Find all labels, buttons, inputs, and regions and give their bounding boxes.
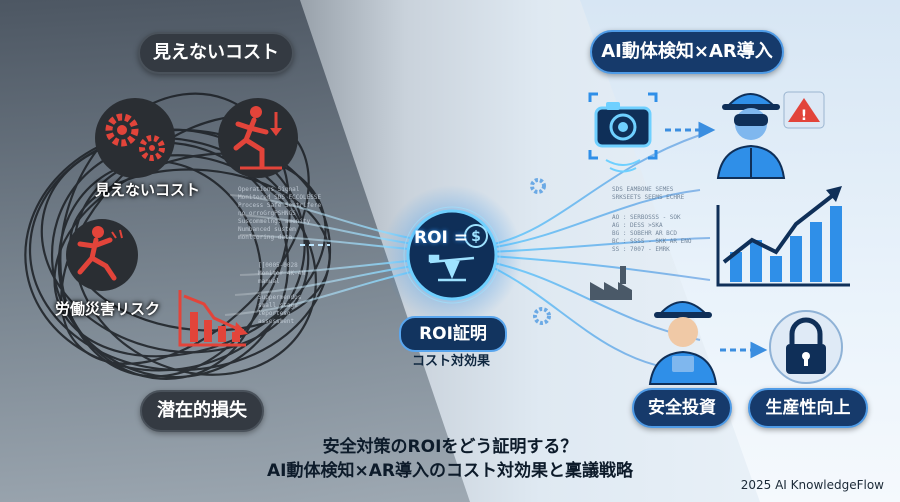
productivity-pill: 生産性向上	[748, 388, 868, 428]
dollar-coin-icon: $	[464, 224, 488, 248]
rising-chart-icon	[716, 186, 850, 287]
right-code-snippet-2: AO : SERBOSSS - SOK AG : DESS >SKA BG : …	[612, 214, 692, 253]
declining-chart-icon	[178, 290, 248, 347]
left-header-pill: 見えないコスト	[138, 32, 294, 74]
right-header-pill: AI動体検知×AR導入	[590, 30, 784, 74]
lock-icon	[769, 310, 843, 384]
factory-icon	[590, 266, 632, 300]
gears-icon	[95, 98, 175, 178]
camera-icon	[588, 92, 658, 173]
hidden-cost-label: 見えないコスト	[95, 181, 201, 199]
footer-title-line1: 安全対策のROIをどう証明する？	[322, 437, 578, 457]
roi-proof-pill: ROI証明	[399, 316, 507, 352]
small-gear-icon	[530, 178, 551, 325]
tangled-cost-knot	[24, 92, 332, 380]
worker-icon	[648, 301, 718, 385]
latent-loss-pill: 潜在的損失	[140, 390, 264, 432]
left-code-snippet-2: [[0005-0028 Monitor 4K-4N manual Supperm…	[258, 262, 305, 325]
worker-vr-icon	[716, 93, 786, 179]
right-code-snippet-1: SDS EAMBONE SEMES SRKSEETS SEEMS ECHRE	[612, 186, 685, 201]
dashed-arrows	[300, 121, 768, 359]
svg-text:!: !	[801, 108, 807, 124]
roi-formula-text: ROI =	[414, 228, 469, 248]
falling-worker-icon	[218, 98, 298, 178]
accident-risk-label: 労働災害リスク	[55, 300, 161, 318]
safety-investment-pill: 安全投資	[632, 388, 732, 428]
warning-icon: !	[783, 91, 825, 129]
left-code-snippet-1: Operations Signal Monitored SDS ECCOLESS…	[238, 186, 322, 241]
tripping-worker-icon	[66, 219, 138, 291]
svg-text:$: $	[471, 229, 481, 245]
roi-core	[382, 185, 522, 325]
credit-text: 2025 AI KnowledgeFlow	[740, 478, 884, 492]
roi-subtitle: コスト対効果	[411, 354, 490, 369]
footer-title-line2: AI動体検知×AR導入のコスト対効果と稟議戦略	[267, 461, 633, 481]
scale-icon	[428, 254, 475, 282]
